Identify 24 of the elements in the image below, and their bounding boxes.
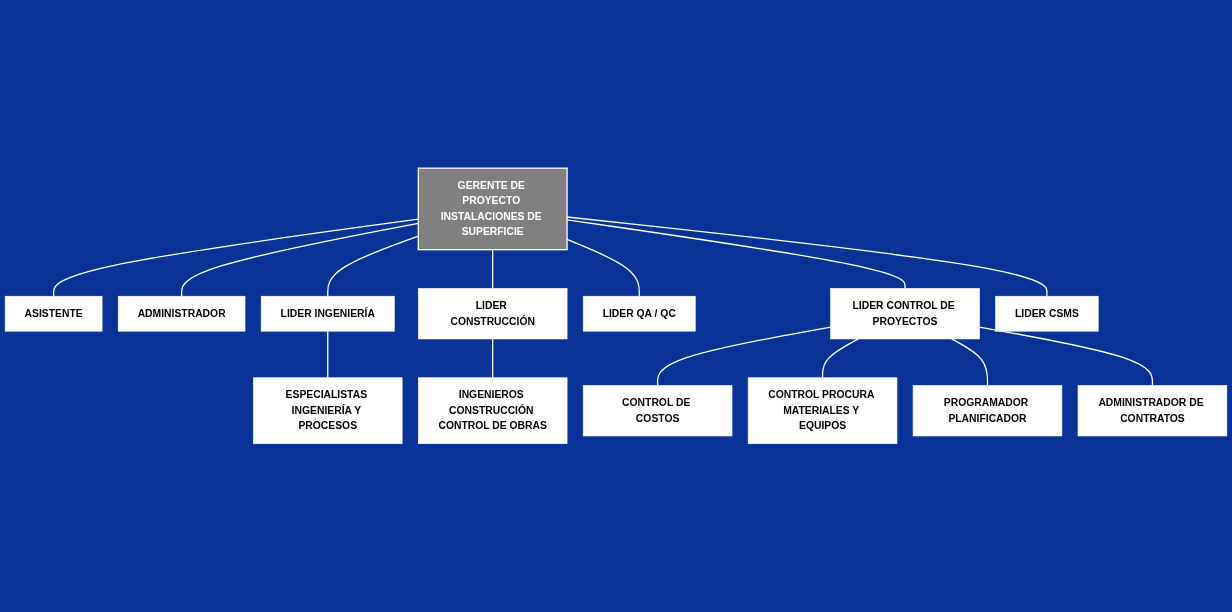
node-box: ADMINISTRADOR bbox=[117, 295, 246, 332]
node-box: CONTROL PROCURA MATERIALES Y EQUIPOS bbox=[747, 377, 898, 445]
node-box: LIDER QA / QC bbox=[582, 295, 696, 332]
connector bbox=[492, 249, 494, 290]
node-box: CONTROL DE COSTOS bbox=[582, 385, 733, 437]
node-box: PROGRAMADOR PLANIFICADOR bbox=[912, 385, 1063, 437]
connector bbox=[327, 330, 329, 379]
connector bbox=[821, 338, 860, 379]
node-box: GERENTE DE PROYECTO INSTALACIONES DE SUPERFICIE bbox=[417, 167, 568, 251]
node-box: LIDER CONTROL DE PROYECTOS bbox=[830, 288, 980, 340]
node-box: LIDER CSMS bbox=[995, 295, 1099, 332]
connector bbox=[327, 235, 419, 297]
node-box: LIDER CONSTRUCCIÓN bbox=[417, 288, 568, 340]
node-box: INGENIEROS CONSTRUCCIÓN CONTROL DE OBRAS bbox=[417, 377, 568, 445]
node-box: ASISTENTE bbox=[4, 295, 103, 332]
node-box: ESPECIALISTAS INGENIERÍA Y PROCESOS bbox=[253, 377, 403, 445]
connector bbox=[181, 222, 419, 297]
connector bbox=[951, 338, 989, 387]
connector bbox=[492, 338, 494, 379]
node-box: ADMINISTRADOR DE CONTRATOS bbox=[1077, 385, 1228, 437]
node-box: LIDER INGENIERÍA bbox=[260, 295, 395, 332]
connector bbox=[53, 218, 419, 297]
connector bbox=[656, 326, 832, 387]
connector bbox=[978, 326, 1154, 387]
